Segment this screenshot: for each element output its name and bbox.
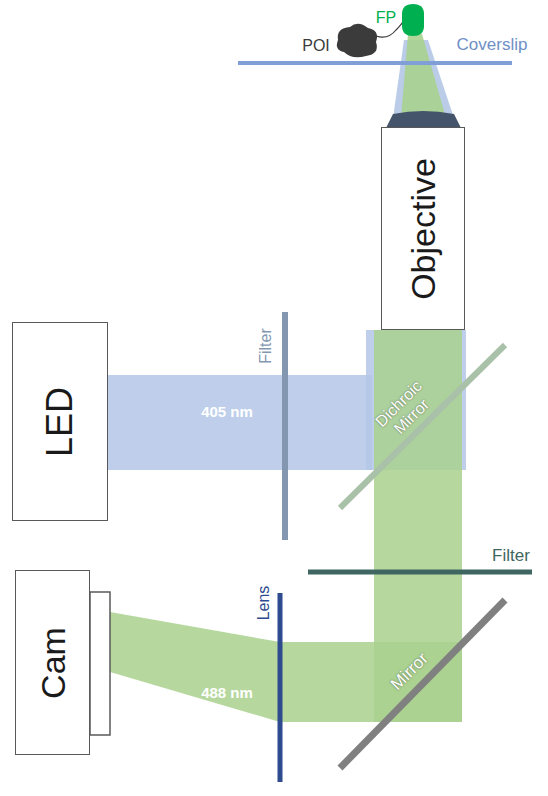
dichroic-mirror <box>340 345 505 508</box>
component-box: Cam <box>15 570 90 755</box>
emission-filter <box>308 570 532 575</box>
mirror <box>340 600 505 768</box>
excitation-beam <box>108 375 372 470</box>
filter-label: Filter <box>492 547 530 566</box>
emission-beam <box>110 612 280 722</box>
component-box: LED <box>12 322 108 521</box>
fp-label: FP <box>376 9 396 27</box>
component-name: Cam <box>33 627 72 699</box>
excitation-filter <box>282 312 288 540</box>
emission-beam <box>280 642 462 722</box>
component-name: Objective <box>404 158 443 300</box>
protein-of-interest <box>337 24 377 58</box>
component-name: LED <box>39 386 81 456</box>
poi-label: POI <box>302 37 330 55</box>
wavelength-label: 405 nm <box>201 404 253 421</box>
coverslip-label: Coverslip <box>457 36 528 55</box>
lens-label: Lens <box>255 586 273 621</box>
component-box: Objective <box>381 127 465 330</box>
lens <box>278 593 283 782</box>
filter-label: Filter <box>257 328 275 364</box>
objective-lens <box>386 111 461 128</box>
wavelength-label: 488 nm <box>201 685 253 702</box>
coverslip <box>238 61 512 65</box>
emission-cone <box>401 34 446 118</box>
camera-front <box>90 592 110 735</box>
fluorescent-protein <box>402 4 424 36</box>
